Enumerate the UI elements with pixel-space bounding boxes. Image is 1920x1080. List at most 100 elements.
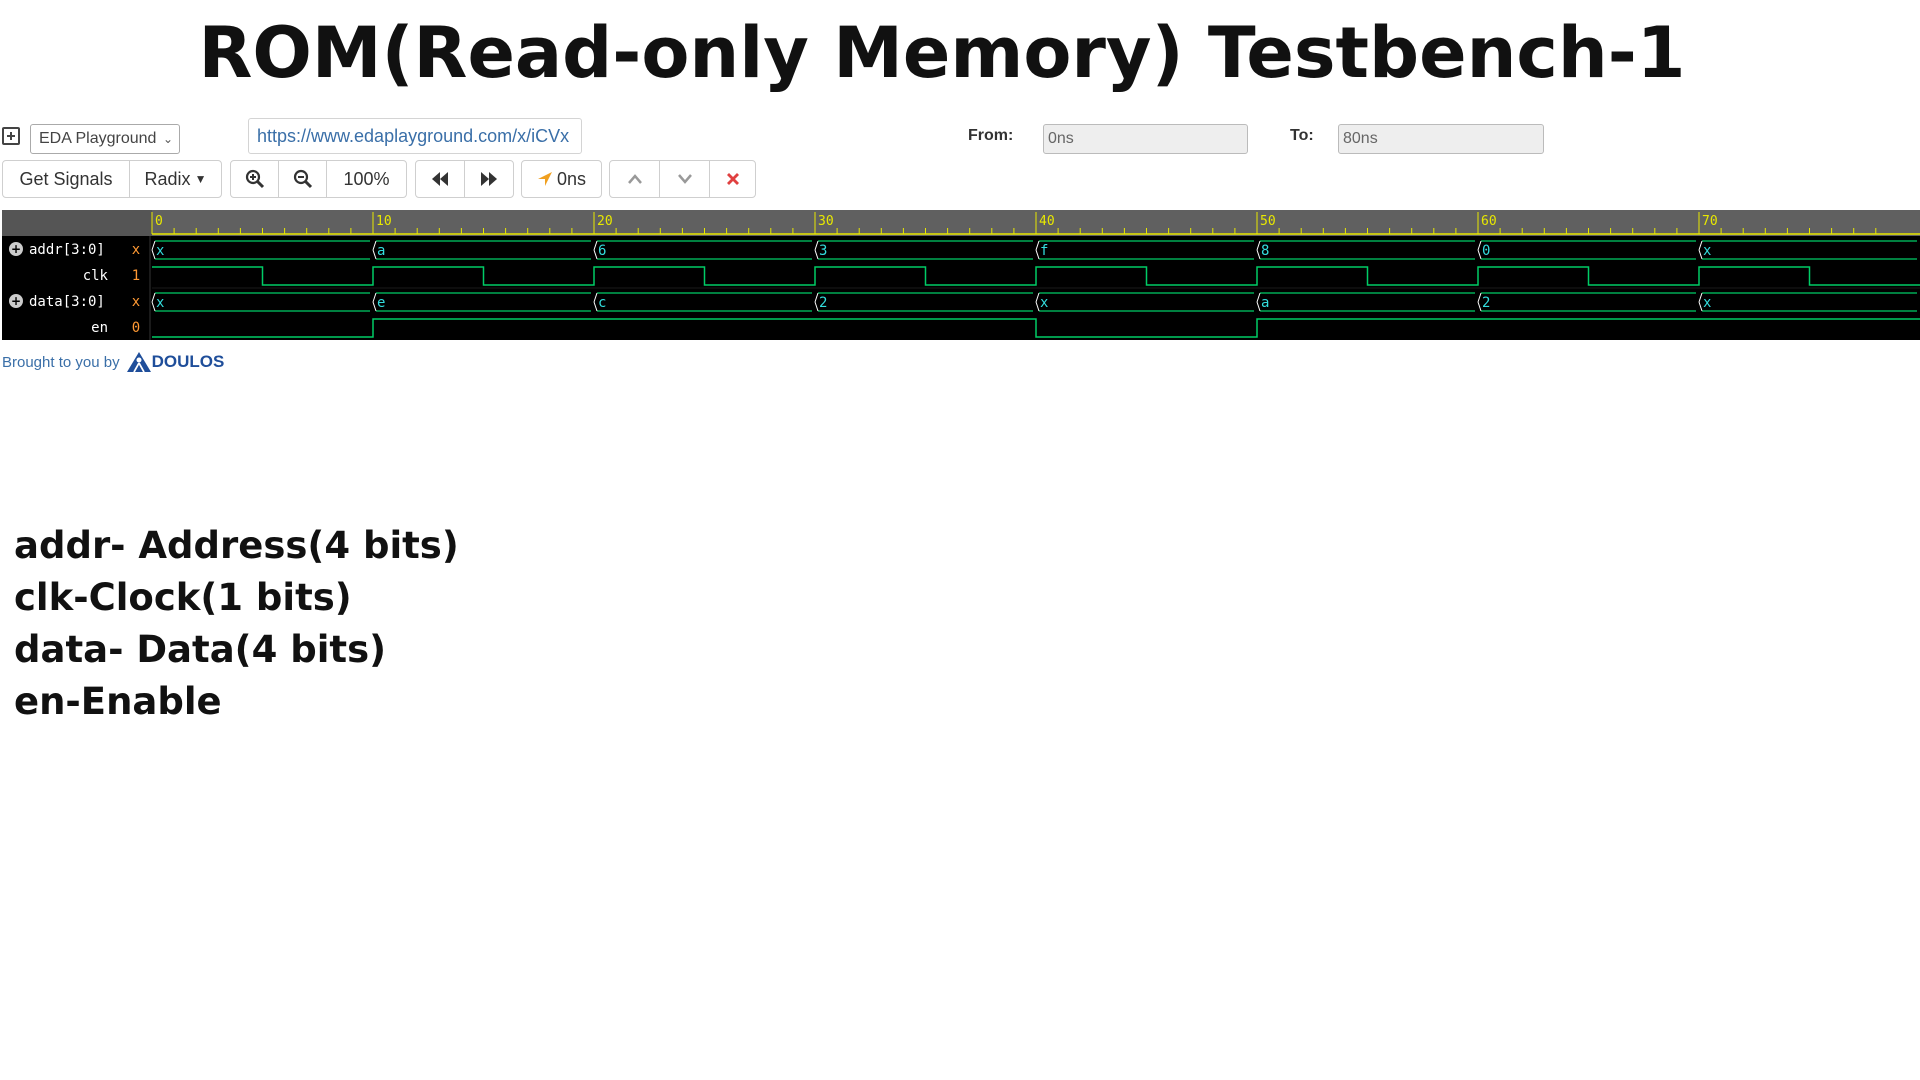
bus-transition — [151, 301, 156, 312]
page-title: ROM(Read-only Memory) Testbench-1 — [198, 12, 1686, 94]
doulos-logo-text: DOULOS — [151, 352, 225, 371]
go-start-button[interactable] — [416, 161, 465, 197]
to-label: To: — [1290, 127, 1314, 144]
bus-transition — [1477, 292, 1482, 303]
from-label: From: — [968, 127, 1014, 144]
signal-value: x — [132, 242, 140, 258]
bus-value: x — [1703, 243, 1711, 259]
bus-transition — [814, 292, 819, 303]
bus-value: 2 — [819, 295, 827, 311]
bus-transition — [151, 249, 156, 260]
bus-transition — [372, 292, 377, 303]
legend-item: addr- Address(4 bits) — [14, 524, 459, 567]
bus-transition — [1477, 301, 1482, 312]
enable-wave — [152, 318, 1920, 338]
go-end-button[interactable] — [465, 161, 513, 197]
brought-text: Brought to you by — [2, 353, 120, 371]
bus-value: x — [1040, 295, 1048, 311]
playground-select[interactable]: EDA Playground ⌄ — [30, 124, 180, 154]
remove-signal-button[interactable] — [710, 161, 755, 197]
zoom-group: 100% — [230, 160, 407, 198]
bus-transition — [1256, 301, 1261, 312]
move-down-button[interactable] — [660, 161, 710, 197]
ruler-tick-label: 40 — [1039, 214, 1055, 229]
top-bar: EDA Playground ⌄ https://www.edaplaygrou… — [0, 118, 1920, 158]
legend-item: data- Data(4 bits) — [14, 628, 387, 671]
bus-value: x — [1703, 295, 1711, 311]
from-time-input[interactable]: 0ns — [1043, 124, 1248, 154]
chevron-down-icon: ⌄ — [162, 132, 173, 146]
bus-transition — [814, 301, 819, 312]
bus-transition — [1698, 249, 1703, 260]
expand-signal-icon[interactable] — [9, 294, 23, 308]
fast-backward-icon — [432, 172, 448, 186]
get-signals-button[interactable]: Get Signals — [3, 161, 130, 197]
credits: Brought to you by DOULOS — [2, 351, 224, 373]
signal-legend: addr- Address(4 bits) clk-Clock(1 bits) … — [14, 520, 459, 728]
bus-transition — [372, 249, 377, 260]
bus-transition — [1698, 292, 1703, 303]
cursor-arrow-icon — [537, 172, 552, 186]
bus-value: e — [377, 295, 385, 311]
bus-transition — [593, 301, 598, 312]
waveform-toolbar: Get Signals Radix ▼ 100% 0ns — [0, 160, 1920, 200]
signal-value: x — [132, 294, 140, 310]
bus-transition — [151, 240, 156, 251]
edit-group — [609, 160, 756, 198]
bus-transition — [593, 249, 598, 260]
ruler-tick-label: 0 — [155, 214, 163, 229]
bus-value: 0 — [1482, 243, 1490, 259]
bus-transition — [1035, 240, 1040, 251]
expand-signal-icon[interactable] — [9, 242, 23, 256]
radix-button[interactable]: Radix ▼ — [130, 161, 221, 197]
bus-value: 3 — [819, 243, 827, 259]
bus-transition — [372, 301, 377, 312]
close-icon — [726, 173, 739, 185]
zoom-level[interactable]: 100% — [343, 168, 390, 189]
bus-transition — [1035, 249, 1040, 260]
navigate-group — [415, 160, 514, 198]
radix-label: Radix — [144, 168, 191, 189]
signal-name: clk — [83, 268, 109, 284]
zoom-in-icon — [245, 169, 264, 189]
zoom-out-icon — [293, 169, 312, 189]
share-url-field[interactable]: https://www.edaplayground.com/x/iCVx — [248, 118, 582, 154]
bus-value: x — [156, 295, 164, 311]
chevron-up-icon — [627, 174, 642, 184]
bus-value: 2 — [1482, 295, 1490, 311]
bus-transition — [1035, 292, 1040, 303]
bus-value: a — [1261, 295, 1269, 311]
ruler-tick-label: 30 — [818, 214, 834, 229]
signal-name: data[3:0] — [29, 294, 105, 310]
move-up-button[interactable] — [610, 161, 660, 197]
signal-name: en — [91, 320, 108, 336]
bus-transition — [1698, 240, 1703, 251]
expand-icon[interactable] — [2, 127, 20, 145]
bus-transition — [1698, 301, 1703, 312]
bus-value: c — [598, 295, 606, 311]
chevron-down-icon — [677, 174, 692, 184]
playground-select-value: EDA Playground — [39, 130, 157, 147]
ruler-tick-label: 60 — [1481, 214, 1497, 229]
clock-wave — [152, 266, 1920, 286]
ruler-corner — [2, 210, 152, 236]
ruler-tick-label: 50 — [1260, 214, 1276, 229]
cursor-group: 0ns — [521, 160, 602, 198]
doulos-logo[interactable]: DOULOS — [126, 351, 225, 373]
bus-transition — [593, 240, 598, 251]
bus-value: 8 — [1261, 243, 1269, 259]
zoom-out-button[interactable] — [279, 161, 327, 197]
cursor-time-button[interactable]: 0ns — [522, 161, 601, 197]
doulos-logo-icon — [126, 352, 151, 373]
signal-value: 1 — [132, 268, 140, 284]
bus-value: 6 — [598, 243, 606, 259]
bus-transition — [1256, 240, 1261, 251]
plus-icon: + — [11, 294, 21, 308]
signal-name: addr[3:0] — [29, 242, 105, 258]
plus-icon: + — [11, 242, 21, 256]
cursor-time-label: 0ns — [556, 168, 587, 189]
zoom-in-button[interactable] — [231, 161, 279, 197]
to-time-input[interactable]: 80ns — [1338, 124, 1544, 154]
bus-transition — [1477, 240, 1482, 251]
